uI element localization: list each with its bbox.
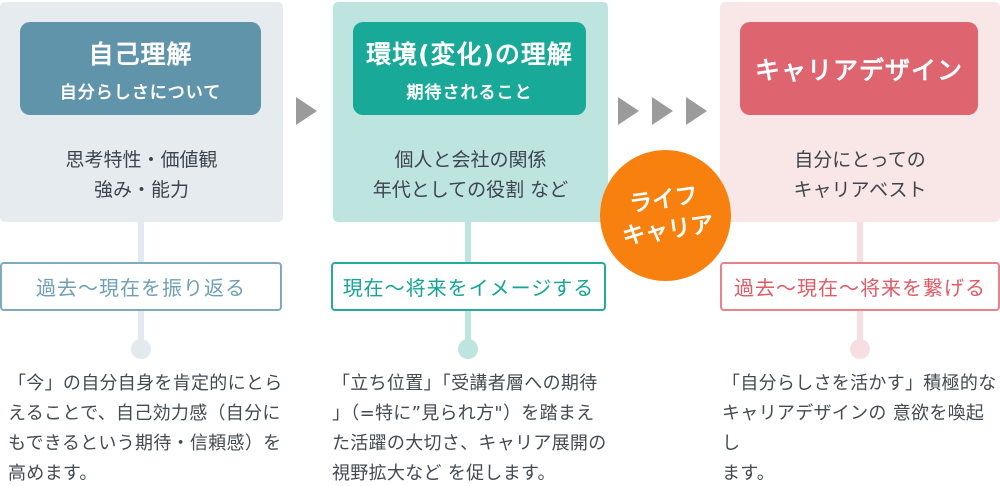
arrow-right-icon: [296, 97, 317, 125]
panel-self-understanding: 自己理解 自分らしさについて 思考特性・価値観 強み・能力: [0, 2, 283, 222]
tagline-look-back: 過去〜現在を振り返る: [0, 262, 282, 311]
description-environment-understanding: 「立ち位置」「受講者層への期待 」（=特に”見られ方"）を踏まえ た活躍の大切さ…: [332, 373, 607, 484]
panel-subtitle: 自分らしさについて: [59, 82, 222, 103]
connector-dot: [850, 339, 870, 359]
panel-content: 自分にとっての キャリアベスト: [793, 149, 927, 201]
connector-dot: [458, 339, 478, 359]
triple-arrow-right-icon: [618, 97, 707, 125]
panel-title: 環境(変化)の理解: [366, 39, 573, 69]
panel-environment-understanding: 環境(変化)の理解 期待されること 個人と会社の関係 年代としての役割 など: [333, 2, 608, 222]
tagline-connect-past-future: 過去〜現在〜将来を繋げる: [720, 262, 1000, 311]
header-self-understanding: 自己理解 自分らしさについて: [20, 22, 261, 115]
tagline-imagine-future: 現在〜将来をイメージする: [331, 262, 606, 311]
panel-content: 思考特性・価値観 強み・能力: [65, 149, 218, 201]
panel-title: キャリアデザイン: [754, 55, 963, 85]
description-career-design: 「自分らしさを活かす」積極的な キャリアデザインの 意欲を喚起し ます。: [722, 373, 997, 484]
triangle-right-icon: [652, 97, 673, 125]
description-self-understanding: 「今」の自分自身を肯定的にとら えることで、自己効力感（自分に もできるという期…: [8, 373, 283, 484]
panel-subtitle: 期待されること: [406, 82, 533, 103]
triangle-right-icon: [296, 97, 317, 125]
life-career-badge-label: ライフ キャリア: [620, 181, 715, 250]
panel-title: 自己理解: [88, 39, 193, 69]
connector-dot: [131, 339, 151, 359]
panel-content: 個人と会社の関係 年代としての役割 など: [372, 149, 569, 201]
triangle-right-icon: [686, 97, 707, 125]
panel-career-design: キャリアデザイン 自分にとっての キャリアベスト: [720, 2, 1000, 222]
header-career-design: キャリアデザイン: [740, 22, 978, 115]
header-environment-understanding: 環境(変化)の理解 期待されること: [353, 22, 586, 115]
life-career-badge: ライフ キャリア: [600, 150, 731, 281]
triangle-right-icon: [618, 97, 639, 125]
